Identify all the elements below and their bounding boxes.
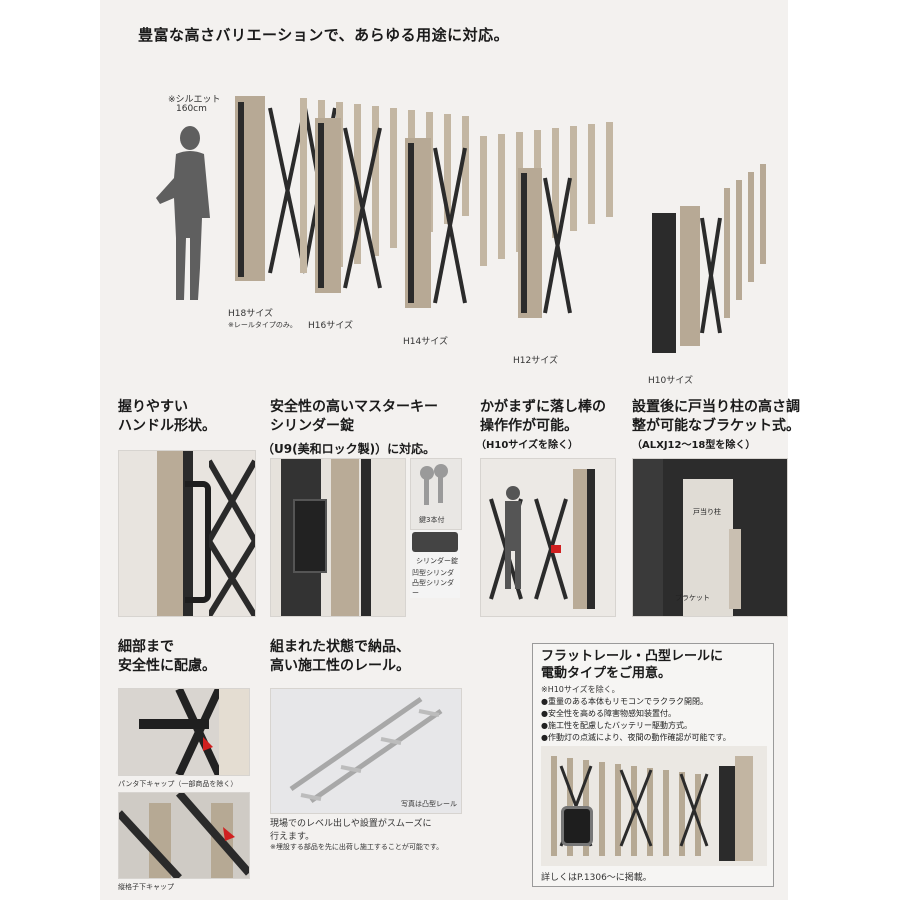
feature-bracket-sub: （ALXJ12〜18型を除く）	[632, 440, 756, 451]
keys-photo: 鍵3本付	[410, 458, 462, 530]
electric-footer: 詳しくはP.1306〜に掲載。	[541, 873, 652, 883]
cylinder-badge-panel: シリンダー錠 凹型シリンダー 凸型シリンダー	[410, 530, 460, 598]
electric-note: ※H10サイズを除く。	[541, 685, 620, 694]
electric-type-box: フラットレール・凸型レールに 電動タイプをご用意。 ※H10サイズを除く。 ●重…	[532, 643, 774, 887]
size-label-h10: H10サイズ	[648, 376, 693, 386]
size-label-h16: H16サイズ	[308, 321, 353, 331]
size-label-h18: H18サイズ	[228, 309, 273, 319]
handle-grip-icon	[185, 481, 211, 603]
cylinder-type-2: 凸型シリンダー	[412, 579, 454, 597]
pantograph-cap-caption: パンタ下キャップ（一部商品を除く）	[118, 780, 238, 788]
electric-gate-photo	[541, 746, 767, 866]
page-headline: 豊富な高さバリエーションで、あらゆる用途に対応。	[138, 26, 510, 44]
silhouette-label: ※シルエット	[168, 95, 221, 105]
feature-rail-title: 組まれた状態で納品、 高い施工性のレール。	[270, 639, 410, 674]
gate-h16	[315, 118, 382, 293]
handle-photo	[118, 450, 256, 617]
cylinder-type-1: 凹型シリンダー	[412, 569, 454, 587]
electric-bullets: ●重量のある本体もリモコンでラクラク開閉。 ●安全性を高める障害物感知装置付。 …	[541, 697, 731, 742]
vertical-cap-photo	[118, 792, 250, 879]
size-label-h12: H12サイズ	[513, 356, 558, 366]
keys-icon	[420, 464, 448, 505]
gate-h14	[405, 122, 613, 308]
electric-title: フラットレール・凸型レールに 電動タイプをご用意。	[541, 649, 724, 681]
silhouette-height: 160cm	[176, 104, 207, 114]
bracket-photo: 戸当り柱 ブラケット	[632, 458, 788, 617]
rail-description: 現場でのレベル出しや設置がスムーズに 行えます。 ※埋設する部品を先に出荷し施工…	[270, 819, 444, 851]
size-note-h18: ※レールタイプのみ。	[228, 321, 297, 329]
feature-dropbar-title: かがまずに落し棒の 操作作が可能。	[480, 399, 606, 434]
lock-photo	[270, 458, 406, 617]
vertical-cap-caption: 縦格子下キャップ	[118, 883, 174, 891]
rail-photo: 写真は凸型レール	[270, 688, 462, 814]
person-silhouette	[156, 126, 210, 300]
feature-dropbar-sub: （H10サイズを除く）	[476, 440, 578, 451]
feature-handle-title: 握りやすい ハンドル形状。	[118, 399, 216, 434]
feature-bracket-title: 設置後に戸当り柱の高さ調 整が可能なブラケット式。	[632, 399, 800, 434]
gate-h12	[518, 168, 572, 318]
dropbar-photo	[480, 458, 616, 617]
cylinder-badge-label: シリンダー錠	[416, 557, 458, 565]
rail-photo-note: 写真は凸型レール	[401, 800, 457, 808]
hero-illustration	[140, 88, 780, 388]
feature-lock-sub: （U9(美和ロック製)）に対応。	[262, 442, 436, 456]
person-figure	[505, 486, 521, 589]
keys-note: 鍵3本付	[419, 516, 445, 524]
label-bracket: ブラケット	[675, 594, 710, 602]
pantograph-cap-photo	[118, 688, 250, 776]
label-door-post: 戸当り柱	[693, 508, 721, 516]
feature-safety-title: 細部まで 安全性に配慮。	[118, 639, 216, 674]
cylinder-badge	[412, 532, 458, 552]
size-label-h14: H14サイズ	[403, 337, 448, 347]
remote-control-icon	[561, 806, 593, 846]
gate-lineup-graphic	[156, 96, 766, 353]
feature-lock-title: 安全性の高いマスターキー シリンダー錠	[270, 399, 438, 434]
gate-h10	[652, 164, 766, 353]
